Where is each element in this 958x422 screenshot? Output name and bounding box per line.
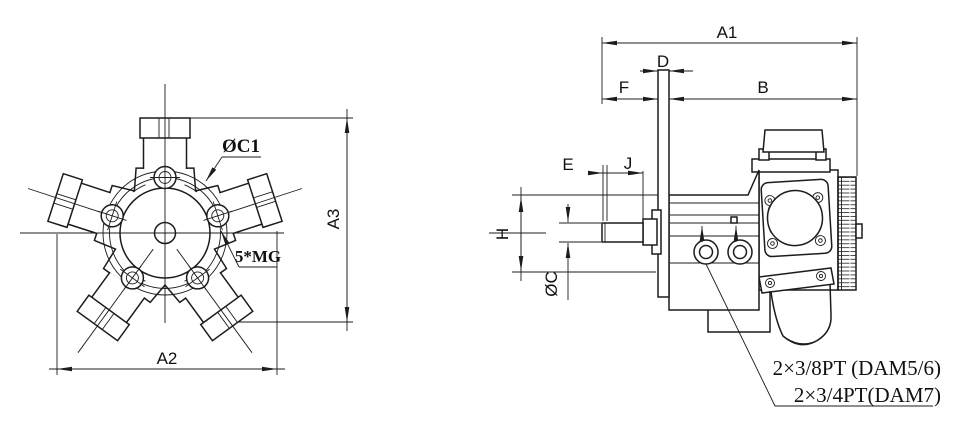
bottom-flange: [758, 267, 835, 294]
dim-a3: A3: [190, 109, 353, 331]
leader-mg: 5*MG: [220, 230, 281, 268]
bolt-lower-left: [120, 265, 145, 291]
label-bolt-circle: ØC1: [222, 136, 260, 157]
shaft-shoulder: [642, 218, 658, 246]
distributor-plate: [760, 178, 833, 258]
bolt-top: [150, 162, 180, 193]
bolt-left: [97, 201, 127, 231]
dim-e-j: E J: [562, 154, 644, 221]
dim-label-b: B: [757, 78, 768, 97]
bolt-lower-right: [185, 265, 210, 291]
port-a: [693, 239, 719, 265]
side-view: A1 D F B E J: [489, 23, 941, 407]
port-b: [727, 239, 753, 265]
hydraulic-ports: [693, 216, 753, 265]
front-block: [668, 169, 771, 333]
dim-a1: A1: [601, 23, 858, 176]
leader-c1: ØC1: [205, 136, 261, 182]
dim-c: ØC: [542, 204, 601, 300]
dim-label-e: E: [562, 155, 573, 174]
dim-label-h: H: [493, 228, 512, 240]
dim-a2: A2: [49, 231, 285, 375]
top-cylinder-flange: [751, 158, 831, 173]
output-shaft: [601, 222, 644, 243]
mounting-bolts: [97, 162, 233, 291]
dim-label-a1: A1: [717, 23, 738, 42]
dim-d: D: [640, 52, 693, 74]
dim-label-d: D: [657, 52, 669, 71]
port-note-line2: 2×3/4PT(DAM7): [794, 383, 941, 407]
port-note-leader: [705, 263, 933, 407]
front-view: A3 A2 ØC1 5*MG: [20, 84, 353, 375]
top-cylinder-cap: [762, 129, 825, 153]
dim-label-f: F: [619, 78, 629, 97]
dim-b: B: [669, 78, 857, 102]
dim-h: H: [493, 187, 658, 281]
dim-label-j: J: [624, 154, 633, 173]
port-note: 2×3/8PT (DAM5/6) 2×3/4PT(DAM7): [705, 263, 941, 407]
bottom-cylinder-barrel: [770, 282, 832, 346]
bolt-right: [203, 201, 233, 231]
dim-label-c: ØC: [542, 271, 561, 297]
mounting-flange-plate: [657, 69, 670, 298]
bottom-cylinder-rim: [785, 337, 821, 345]
spline-ring: [837, 176, 863, 291]
spline-tab: [855, 223, 863, 239]
dim-label-a3: A3: [324, 209, 343, 230]
dim-f: F: [602, 78, 658, 102]
label-mounting-thread: 5*MG: [235, 247, 281, 266]
dim-label-a2: A2: [157, 349, 178, 368]
port-note-line1: 2×3/8PT (DAM5/6): [773, 356, 941, 380]
